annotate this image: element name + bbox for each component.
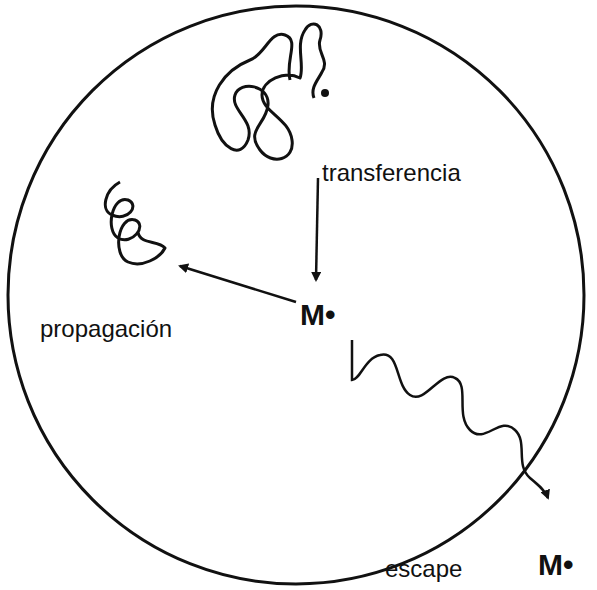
escape-arrow <box>352 340 548 498</box>
radical-symbol: M• <box>300 298 336 331</box>
radical-symbol: M• <box>538 548 574 581</box>
radical-dot <box>321 89 329 97</box>
process-label: transferencia <box>322 160 461 186</box>
growing-chain <box>212 24 324 159</box>
propagated-chain <box>105 182 165 264</box>
particle-circle <box>8 6 584 584</box>
transfer-arrow <box>316 178 318 280</box>
process-label: propagación <box>40 316 172 342</box>
process-label: escape <box>385 556 462 582</box>
propagation-arrow <box>180 266 296 302</box>
